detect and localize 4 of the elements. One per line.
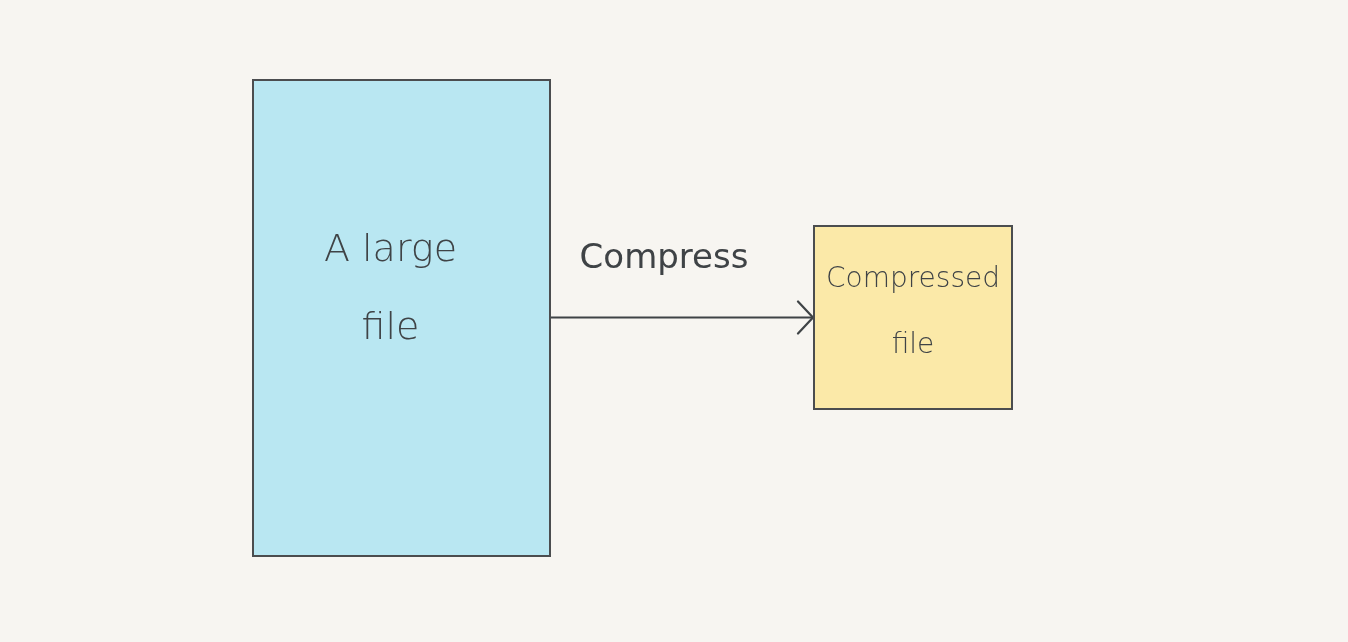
process-box (252, 79, 551, 557)
node-text: A large file (322, 225, 459, 350)
process-box (813, 225, 1013, 410)
node-text: Compressed file (825, 260, 1001, 362)
